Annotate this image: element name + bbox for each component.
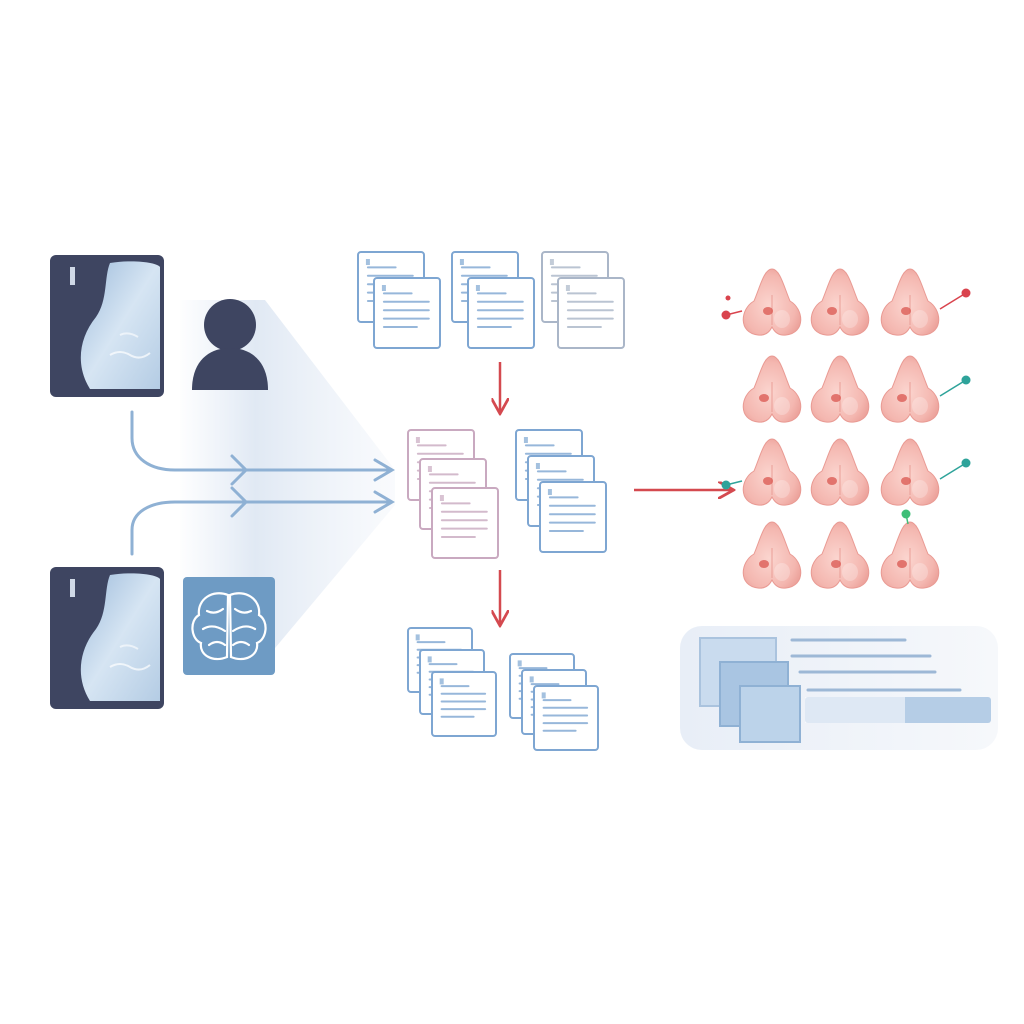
breast-nodule-icon (880, 268, 940, 336)
breast-nodule-icon (742, 268, 802, 336)
breast-nodule-icon (810, 268, 870, 336)
person-icon (192, 299, 268, 390)
lesion-spot (759, 394, 769, 402)
document-icon (431, 671, 497, 737)
flow-arrow (130, 410, 395, 486)
breast-nodule-icon (742, 355, 802, 423)
lesion-spot (897, 560, 907, 568)
finding-marker (721, 310, 743, 320)
lesion-spot (759, 560, 769, 568)
document-stack (357, 251, 441, 349)
breast-nodule-icon (810, 355, 870, 423)
lesion-spot (763, 307, 773, 315)
breast-nodule-icon (742, 438, 802, 506)
lesion-spot (897, 394, 907, 402)
breast-nodule-icon (810, 438, 870, 506)
lesion-spot (901, 477, 911, 485)
document-icon (539, 481, 607, 553)
document-icon (467, 277, 535, 349)
document-stack (407, 627, 497, 737)
document-icon (373, 277, 441, 349)
finding-marker (721, 480, 743, 490)
document-stack (515, 429, 607, 553)
finding-marker (725, 295, 731, 301)
breast-nodule-grid (721, 268, 971, 589)
document-stacks-top (357, 251, 625, 349)
finding-marker (939, 375, 971, 397)
finding-marker (939, 288, 971, 310)
document-stack (407, 429, 499, 559)
finding-marker (939, 458, 971, 480)
breast-nodule-icon (810, 521, 870, 589)
lesion-spot (831, 560, 841, 568)
lesion-spot (827, 477, 837, 485)
document-stack (541, 251, 625, 349)
document-stack (509, 653, 599, 751)
finding-marker (901, 509, 911, 525)
mammogram-icon (50, 255, 164, 397)
document-icon (431, 487, 499, 559)
breast-nodule-icon (880, 438, 940, 506)
lesion-spot (901, 307, 911, 315)
mammogram-icon (50, 567, 164, 709)
document-stacks-middle (407, 429, 607, 559)
document-stack (451, 251, 535, 349)
document-icon (533, 685, 599, 751)
breast-nodule-icon (742, 521, 802, 589)
brain-icon (183, 577, 275, 675)
breast-nodule-icon (880, 355, 940, 423)
lesion-spot (763, 477, 773, 485)
lesion-spot (831, 394, 841, 402)
breast-nodule-icon (880, 521, 940, 589)
document-icon (557, 277, 625, 349)
flow-arrow (130, 486, 395, 556)
lesion-spot (827, 307, 837, 315)
document-stacks-bottom (407, 627, 599, 751)
report-card (739, 685, 801, 743)
report-panel-icon (680, 626, 998, 750)
